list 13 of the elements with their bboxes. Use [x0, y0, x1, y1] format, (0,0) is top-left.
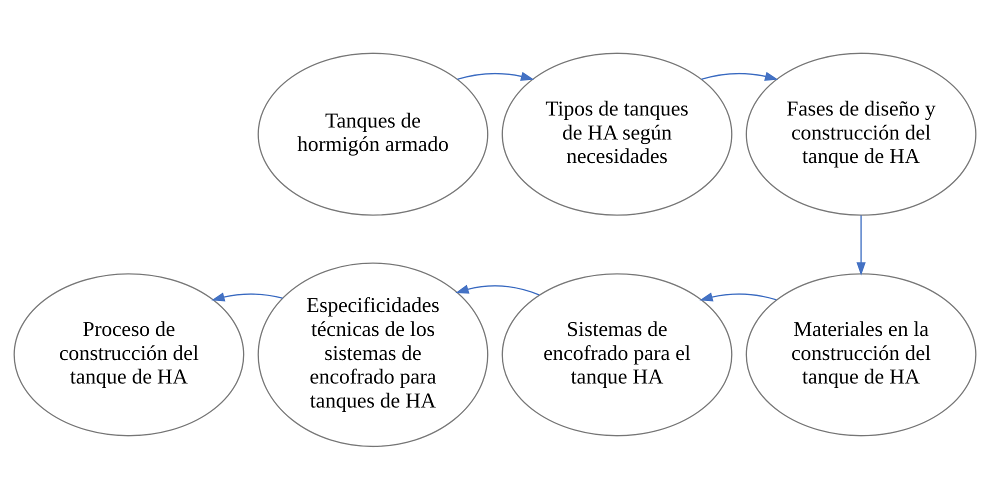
node-ellipse: Especificidades técnicas de los sistemas de encofrado para tanques de HA	[258, 262, 488, 447]
arrow	[699, 292, 776, 301]
node-ellipse: Tipos de tanques de HA según necesidades	[502, 52, 732, 216]
node-ellipse: Tanques de hormigón armado	[258, 52, 488, 216]
node-ellipse: Proceso de construcción del tanque de HA	[14, 272, 244, 436]
node-ellipse: Fases de diseño y construcción del tanque de HA	[746, 52, 976, 216]
arrow	[701, 71, 778, 80]
arrow	[457, 71, 534, 80]
arrow	[856, 214, 866, 276]
node-ellipse: Materiales en la construcción del tanque de HA	[746, 272, 976, 436]
arrow	[211, 292, 283, 301]
arrow	[455, 284, 540, 295]
node-ellipse: Sistemas de encofrado para el tanque HA	[502, 272, 732, 436]
